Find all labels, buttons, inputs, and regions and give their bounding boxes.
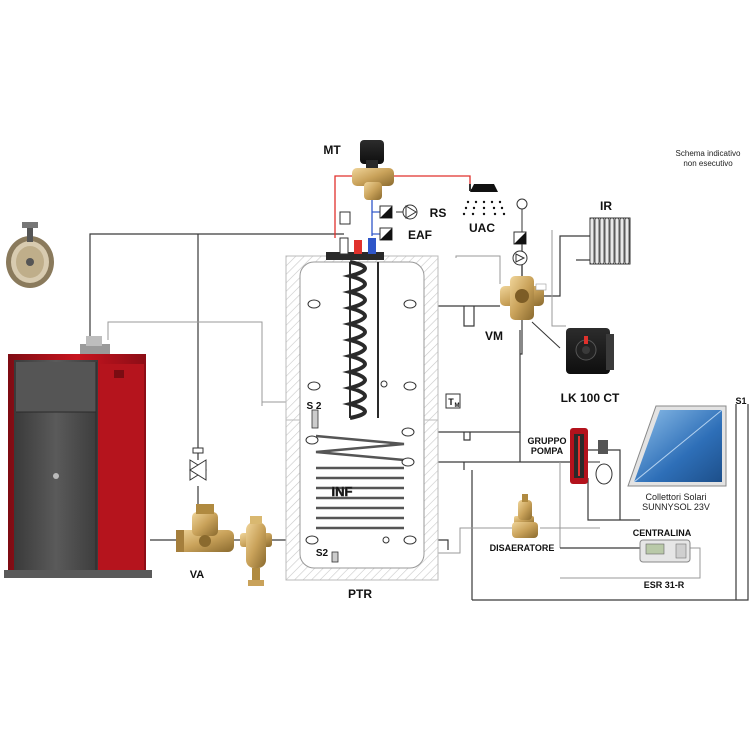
solar-collector-icon [627,405,727,487]
collettori-label-1: Collettori Solari [645,492,706,502]
thermostat-box: T M [445,393,461,409]
lk-actuator-icon [531,321,614,374]
solar-controller-icon [639,539,691,563]
va-label: VA [190,569,205,581]
dirt-separator-icon [240,516,272,586]
mt-label: MT [323,143,341,157]
solar-pump-group-icon [570,428,613,485]
lower-coil [305,427,415,530]
rs-label: RS [430,206,447,220]
eaf-inlet-icon [379,227,393,241]
lk-label: LK 100 CT [561,391,620,405]
check-valve-icon [189,447,207,481]
note-line-2: non esecutivo [683,159,733,168]
ir-radiator-icon [589,217,631,265]
rs-recirc-pump-icon [379,204,418,220]
uac-label: UAC [469,221,495,235]
note-line-1: Schema indicativo [676,149,741,158]
s2-top-label: S 2 [306,401,321,412]
s1-label: S1 [735,396,746,406]
vm-mixing-valve-icon [500,276,547,320]
pipes [89,175,749,601]
gruppo-label-1: GRUPPO [527,436,566,446]
upper-coil [342,260,379,420]
vm-pump-group [512,198,528,266]
ir-label: IR [600,199,612,213]
mt-mixing-valve-icon [352,140,394,200]
storage-tank [285,211,439,581]
tm-sub-label: M [455,403,460,409]
centralina-label: CENTRALINA [633,528,692,538]
vm-label: VM [485,329,503,343]
shower-icon [462,184,506,216]
s2-bottom-label: S2 [316,548,329,559]
tm-label: T [448,397,454,407]
eaf-label: EAF [408,228,432,242]
inf-label: INF [332,484,353,499]
ptr-label: PTR [348,587,372,601]
gruppo-label-2: POMPA [531,446,564,456]
va-valve-icon [176,504,234,552]
disaerator-icon [512,494,538,538]
esr-label: ESR 31-R [644,580,685,590]
collettori-label-2: SUNNYSOL 23V [642,502,710,512]
boiler [4,336,152,578]
disaeratore-label: DISAERATORE [490,543,555,553]
air-damper-icon [6,222,54,288]
